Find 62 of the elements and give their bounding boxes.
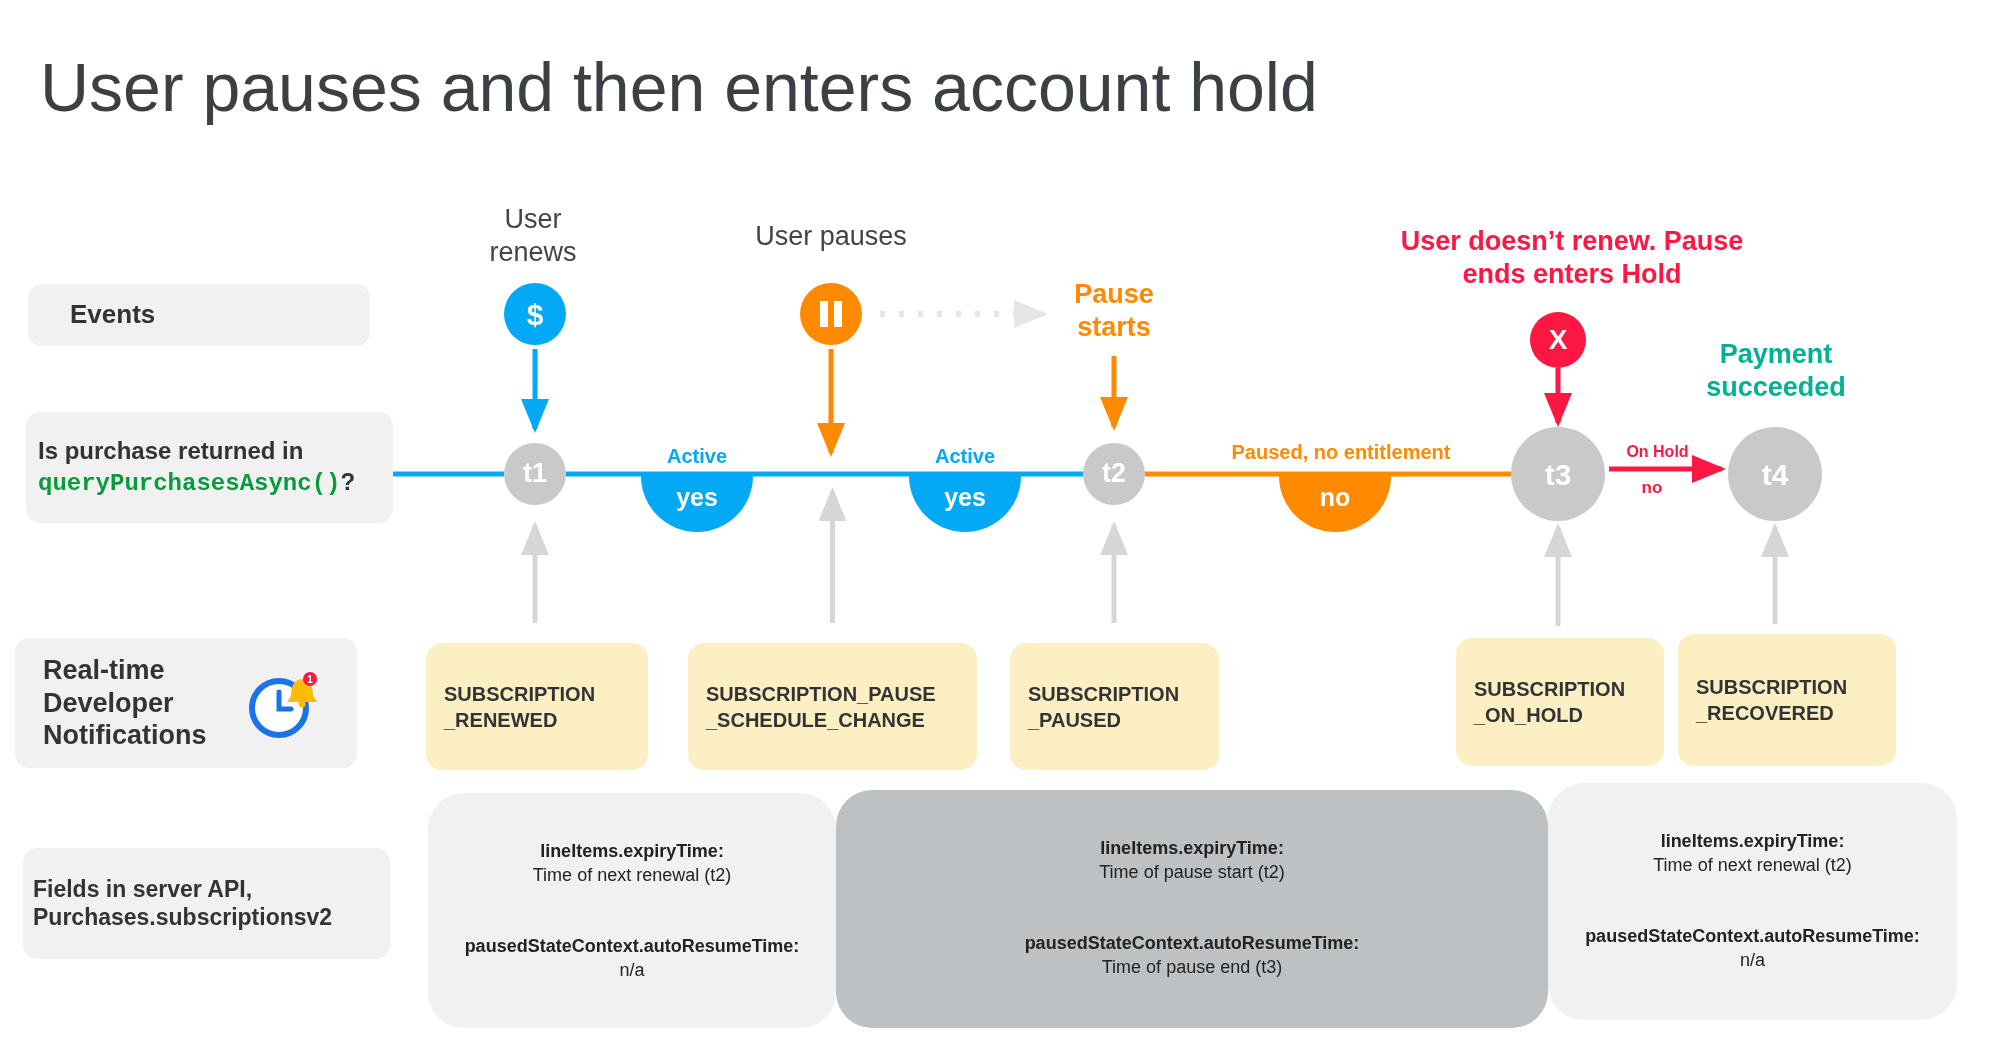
field-card <box>836 790 1548 1028</box>
arrow <box>1761 523 1789 624</box>
arrow <box>1100 521 1128 623</box>
field-name: pausedStateContext.autoResumeTime: <box>1024 933 1360 955</box>
row-label: Is purchase returned in queryPurchasesAsync()? <box>38 436 357 499</box>
event-caption: User renews <box>488 203 578 269</box>
timeline-line <box>393 471 504 477</box>
row-label: Events <box>70 299 157 331</box>
field-value: Time of next renewal (t2) <box>532 864 732 887</box>
notification-name: SUBSCRIPTION _PAUSED <box>1028 681 1181 733</box>
arrow <box>1544 523 1572 626</box>
event-symbol: X <box>1548 324 1568 356</box>
notification-box <box>688 643 977 770</box>
arrow <box>818 487 847 623</box>
arrow <box>1544 368 1572 427</box>
field-name: lineItems.expiryTime: <box>1100 838 1284 860</box>
field-name: pausedStateContext.autoResumeTime: <box>464 936 800 958</box>
arrow <box>880 300 1048 328</box>
field-name: lineItems.expiryTime: <box>1660 831 1845 853</box>
notification-box <box>1010 643 1219 770</box>
field-value: Time of next renewal (t2) <box>1653 854 1852 877</box>
notification-name: SUBSCRIPTION _ON_HOLD <box>1474 677 1627 728</box>
event-symbol: $ <box>526 297 544 331</box>
timeline-line <box>566 471 1083 477</box>
field-name: pausedStateContext.autoResumeTime: <box>1585 926 1920 948</box>
field-card <box>428 793 836 1028</box>
arrow <box>521 349 549 433</box>
row-header-box <box>26 412 393 523</box>
event-caption: Payment succeeded <box>1705 338 1847 404</box>
field-name: lineItems.expiryTime: <box>540 841 724 863</box>
status-caption: no <box>1640 476 1664 499</box>
field-value: Time of pause end (t3) <box>1101 956 1283 979</box>
row-label: Fields in server API, Purchases.subscriptionsv2 <box>33 875 334 932</box>
arrow <box>521 521 549 623</box>
field-value: n/a <box>1740 949 1765 972</box>
arrow <box>817 349 845 457</box>
row-header-box <box>15 638 357 768</box>
diagram-title: User pauses and then enters account hold <box>40 48 1318 126</box>
status-value: yes <box>944 482 986 512</box>
event-circle <box>1530 312 1586 368</box>
status-value: yes <box>676 482 718 512</box>
event-caption: User doesn’t renew. Pause ends enters Hold <box>1399 225 1745 291</box>
status-caption: Active <box>934 443 996 469</box>
event-label: Pause starts <box>1054 276 1174 346</box>
arrow <box>1100 356 1128 431</box>
notification-name: SUBSCRIPTION_PAUSE _SCHEDULE_CHANGE <box>706 681 937 733</box>
status-caption: Active <box>666 443 728 469</box>
notification-box <box>1456 638 1664 766</box>
status-caption: Paused, no entitlement <box>1230 439 1452 465</box>
timeline-line <box>1145 471 1511 477</box>
notification-box <box>426 643 648 770</box>
notification-badge: 1 <box>303 672 317 686</box>
status-value: no <box>1319 482 1351 512</box>
arrow <box>1609 455 1726 483</box>
event-caption: User pauses <box>754 219 908 253</box>
field-card <box>1548 783 1957 1020</box>
row-label: Real-time Developer Notifications <box>43 654 208 752</box>
notification-name: SUBSCRIPTION _RECOVERED <box>1696 675 1849 726</box>
field-value: Time of pause start (t2) <box>1099 861 1285 884</box>
field-value: n/a <box>619 959 645 982</box>
notification-box <box>1678 634 1896 766</box>
notification-name: SUBSCRIPTION _RENEWED <box>444 681 597 733</box>
